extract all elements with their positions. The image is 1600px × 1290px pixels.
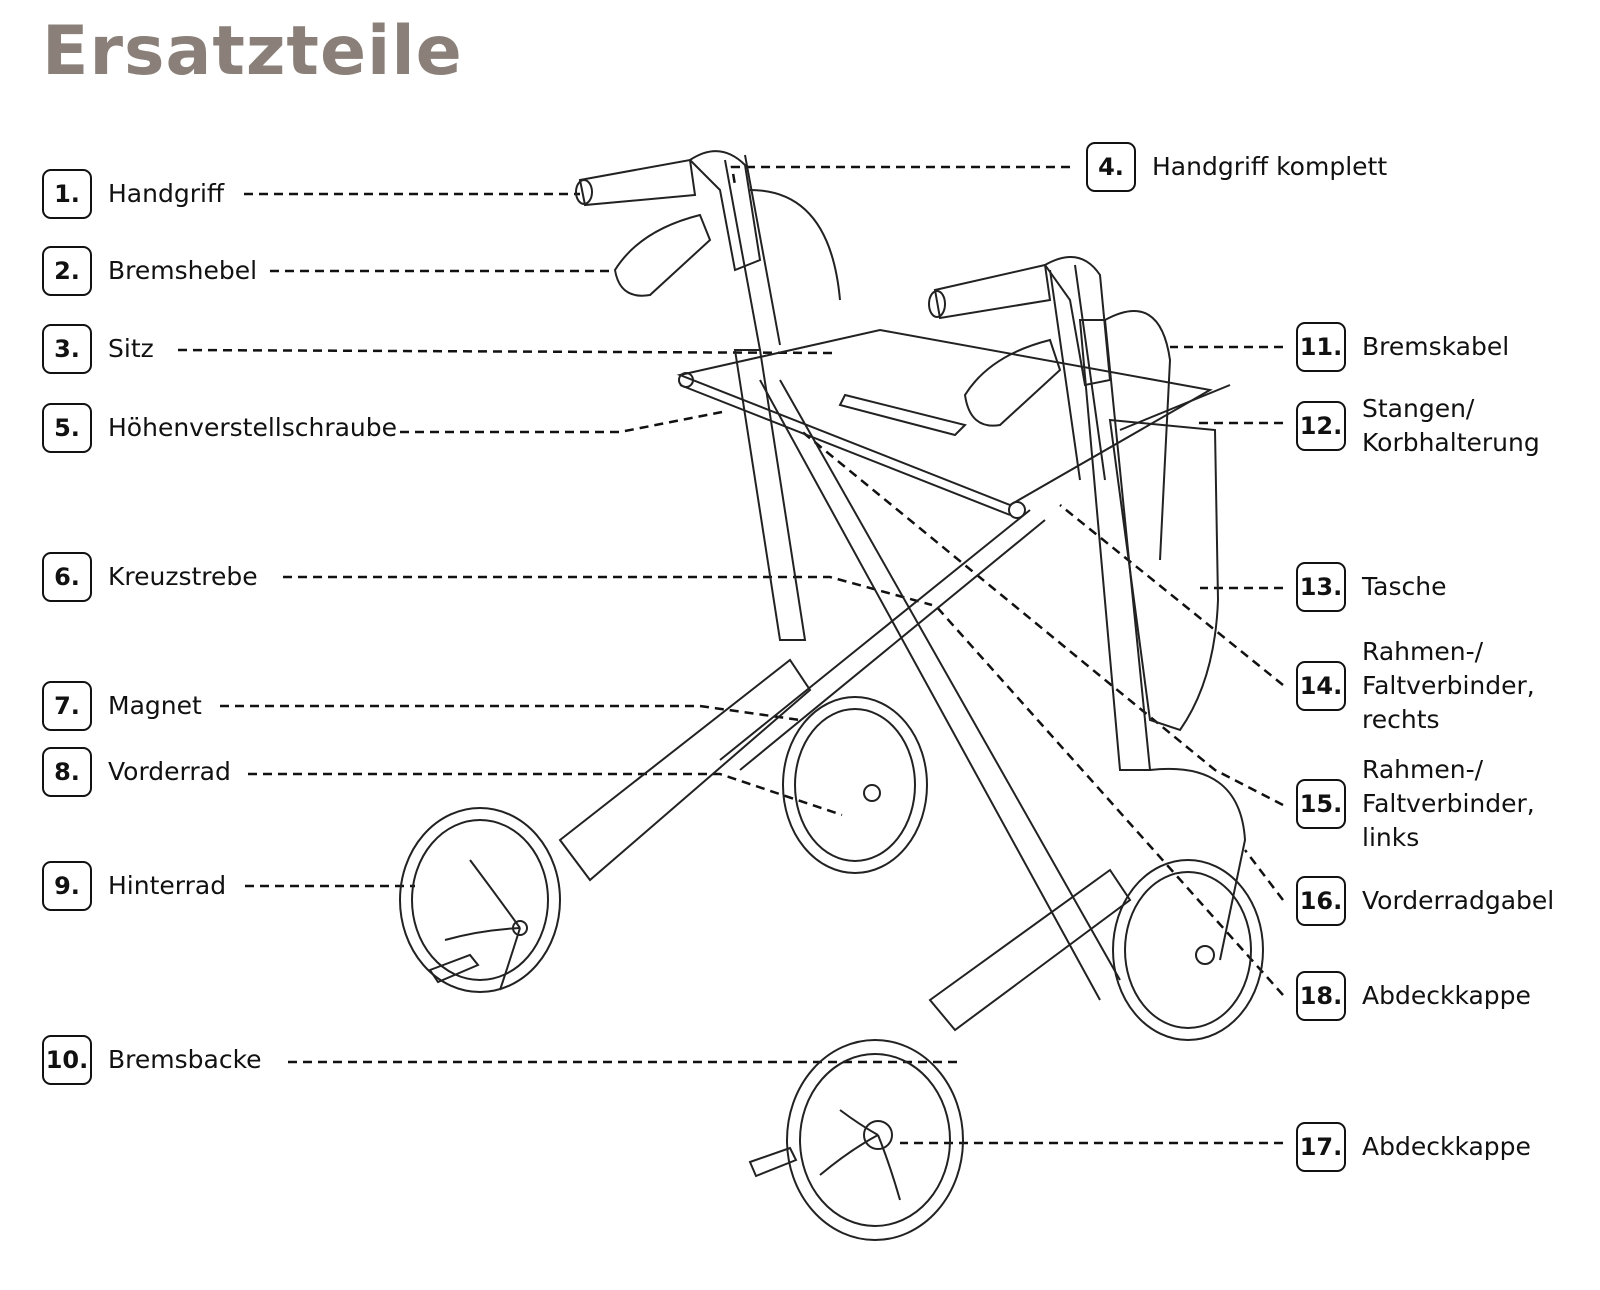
part-number: 13.	[1296, 562, 1346, 612]
part-name: Bremskabel	[1362, 332, 1510, 361]
part-name: Bremshebel	[108, 256, 258, 285]
part-number: 8.	[42, 747, 92, 797]
part-name: Magnet	[108, 691, 202, 720]
part-number: 17.	[1296, 1122, 1346, 1172]
part-label-2: 2. Bremshebel	[42, 246, 257, 296]
part-label-12: 12. Stangen/ Korbhalterung	[1296, 392, 1540, 460]
part-label-8: 8. Vorderrad	[42, 747, 231, 797]
part-name: Tasche	[1362, 572, 1447, 601]
part-number: 14.	[1296, 661, 1346, 711]
wheels	[399, 696, 1264, 1241]
part-name: Handgriff	[108, 179, 225, 208]
part-number: 3.	[42, 324, 92, 374]
part-label-5: 5. Höhenverstellschraube	[42, 403, 397, 453]
part-name: Kreuzstrebe	[108, 562, 258, 591]
part-number: 4.	[1086, 142, 1136, 192]
bag	[1108, 418, 1220, 732]
part-label-10: 10. Bremsbacke	[42, 1035, 262, 1085]
part-number: 10.	[42, 1035, 92, 1085]
part-label-13: 13. Tasche	[1296, 562, 1446, 612]
part-label-17: 17. Abdeckkappe	[1296, 1122, 1531, 1172]
part-label-18: 18. Abdeckkappe	[1296, 971, 1531, 1021]
part-name: Rahmen-/ Faltverbinder, rechts	[1362, 637, 1535, 734]
part-number: 2.	[42, 246, 92, 296]
part-name: Abdeckkappe	[1362, 981, 1531, 1010]
part-label-16: 16. Vorderradgabel	[1296, 876, 1554, 926]
part-number: 15.	[1296, 779, 1346, 829]
part-label-14: 14. Rahmen-/ Faltverbinder, rechts	[1296, 635, 1535, 737]
part-number: 12.	[1296, 401, 1346, 451]
part-label-7: 7. Magnet	[42, 681, 202, 731]
part-number: 7.	[42, 681, 92, 731]
part-label-9: 9. Hinterrad	[42, 861, 226, 911]
part-number: 1.	[42, 169, 92, 219]
part-number: 16.	[1296, 876, 1346, 926]
foot-step	[428, 953, 798, 1178]
page-title: Ersatzteile	[42, 12, 463, 91]
part-number: 9.	[42, 861, 92, 911]
part-name: Vorderrad	[108, 757, 231, 786]
part-number: 11.	[1296, 322, 1346, 372]
part-number: 18.	[1296, 971, 1346, 1021]
handles	[575, 150, 1172, 561]
part-label-6: 6. Kreuzstrebe	[42, 552, 258, 602]
part-label-3: 3. Sitz	[42, 324, 154, 374]
part-label-1: 1. Handgriff	[42, 169, 224, 219]
part-name: Bremsbacke	[108, 1045, 262, 1074]
part-name: Handgriff komplett	[1152, 152, 1388, 181]
frame	[558, 154, 1247, 1032]
part-name: Sitz	[108, 334, 154, 363]
part-name: Vorderradgabel	[1362, 886, 1555, 915]
part-label-15: 15. Rahmen-/ Faltverbinder, links	[1296, 753, 1535, 855]
part-name: Höhenverstellschraube	[108, 413, 398, 442]
part-number: 5.	[42, 403, 92, 453]
part-name: Rahmen-/ Faltverbinder, links	[1362, 755, 1535, 852]
part-number: 6.	[42, 552, 92, 602]
part-name: Stangen/ Korbhalterung	[1362, 394, 1540, 457]
part-name: Abdeckkappe	[1362, 1132, 1531, 1161]
part-name: Hinterrad	[108, 871, 227, 900]
part-label-4: 4. Handgriff komplett	[1086, 142, 1387, 192]
part-label-11: 11. Bremskabel	[1296, 322, 1509, 372]
